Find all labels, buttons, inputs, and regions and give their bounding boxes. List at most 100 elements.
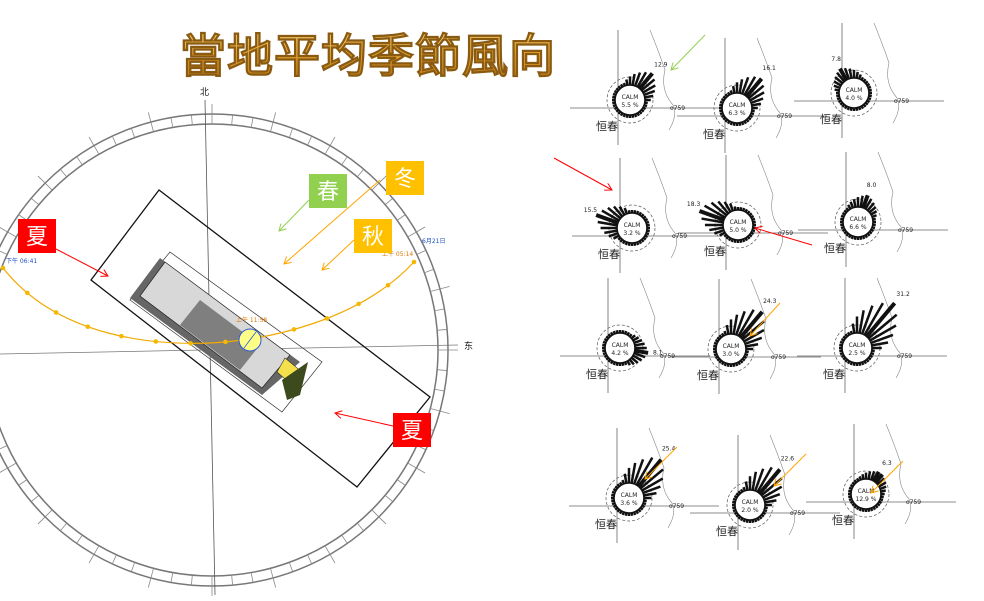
compass-tick	[437, 369, 448, 371]
compass-tick	[270, 112, 277, 132]
calm-label: CALM	[849, 342, 866, 349]
coastline	[648, 427, 675, 529]
rose-petal	[751, 471, 758, 491]
rose-petal	[608, 231, 619, 238]
rose-petal	[745, 342, 759, 348]
season-badge-summer-west: 夏	[18, 219, 56, 253]
station-label: 恒春	[716, 525, 738, 538]
rose-petal	[749, 91, 765, 102]
peak-value: 12.9	[654, 61, 668, 68]
rose-petal	[858, 310, 865, 334]
rose-petal	[878, 481, 887, 488]
rose-petal	[725, 324, 730, 335]
coastline	[757, 154, 784, 256]
summer-wind-arrow-west	[55, 248, 108, 276]
peak-value: 22.6	[781, 456, 795, 463]
season-badge-summer-east: 夏	[393, 413, 431, 447]
calm-label: CALM	[612, 342, 629, 349]
sun-path-curve	[2, 261, 415, 344]
sun-hour-dot	[53, 310, 59, 315]
compass-tick	[384, 197, 394, 206]
winter-indicator-arrow-3	[871, 460, 904, 493]
rose-petal	[744, 336, 763, 346]
compass-tick	[130, 562, 136, 572]
compass-tick	[191, 114, 193, 125]
rose-petal	[848, 68, 853, 79]
rose-petal	[612, 205, 624, 218]
calm-label: CALM	[624, 222, 641, 229]
rose-petal	[859, 195, 864, 208]
station-label: 恒春	[586, 368, 608, 381]
rose-petal	[632, 336, 640, 342]
rose-petal	[870, 333, 894, 345]
compass-tick	[30, 494, 40, 503]
calm-circle	[722, 209, 754, 241]
rose-petal	[833, 80, 842, 87]
rose-petal	[876, 477, 886, 486]
rose-petal	[871, 470, 881, 483]
reference-label: o759	[898, 227, 913, 234]
rose-petal	[855, 71, 859, 79]
rose-petal	[737, 309, 755, 337]
compass-tick	[191, 575, 193, 586]
rose-petal	[758, 468, 782, 495]
reference-label: o759	[906, 499, 921, 506]
peak-value: 7.8	[831, 56, 841, 63]
compass-tick	[0, 445, 8, 450]
rose-petal	[756, 466, 773, 493]
site-boundary	[90, 189, 431, 488]
sun-hour-dot	[291, 327, 297, 332]
rose-petal	[834, 76, 844, 85]
rose-petal	[638, 72, 654, 90]
rose-petal	[852, 198, 857, 208]
reference-label: o759	[771, 354, 786, 361]
svg-text:秋: 秋	[362, 225, 384, 250]
peak-value: 8.0	[867, 182, 877, 189]
station-label: 恒春	[697, 369, 719, 382]
season-badge-winter: 冬	[386, 161, 424, 195]
reference-label: o759	[777, 113, 792, 120]
calm-circle	[838, 77, 870, 109]
compass-tick	[396, 214, 406, 221]
reference-label: o759	[790, 510, 805, 517]
reference-label: o759	[897, 353, 912, 360]
compass-tick	[437, 329, 448, 331]
compass-tick	[18, 479, 28, 486]
calm-circle	[734, 489, 766, 521]
compass-tick	[231, 575, 233, 586]
compass-tick	[59, 168, 68, 178]
compass-tick	[341, 156, 348, 166]
rose-petal	[636, 71, 648, 88]
sun-hour-dot	[0, 265, 6, 271]
compass-tick	[288, 128, 294, 138]
compass-tick	[111, 554, 117, 565]
rose-petal	[607, 206, 622, 220]
sun-path-hour-markers	[0, 259, 417, 346]
station-label: 恒春	[820, 113, 842, 126]
sunrise-label: 上午 05:14	[382, 250, 413, 258]
rose-petal	[762, 485, 783, 499]
compass-tick	[341, 534, 348, 544]
reference-label: o759	[778, 230, 793, 237]
rose-petal	[717, 200, 730, 215]
reference-label: o759	[660, 353, 675, 360]
calm-value: 6.3 %	[728, 110, 745, 117]
rose-petal	[753, 468, 765, 492]
compass-tick	[76, 534, 83, 544]
rose-petal	[738, 79, 744, 94]
compass-tick	[416, 249, 427, 255]
summer-indicator-arrow-2	[755, 228, 813, 246]
peak-value: 24.3	[763, 298, 777, 305]
winter-wind-arrow	[284, 179, 381, 264]
svg-text:春: 春	[317, 180, 339, 205]
sun-direction-line	[243, 331, 257, 349]
compass-tick	[59, 522, 68, 532]
rose-petal	[867, 313, 898, 340]
rose-petal	[739, 310, 764, 339]
rose-petal	[632, 354, 643, 362]
building-equipment	[180, 300, 260, 370]
autumn-wind-arrow	[322, 239, 355, 270]
